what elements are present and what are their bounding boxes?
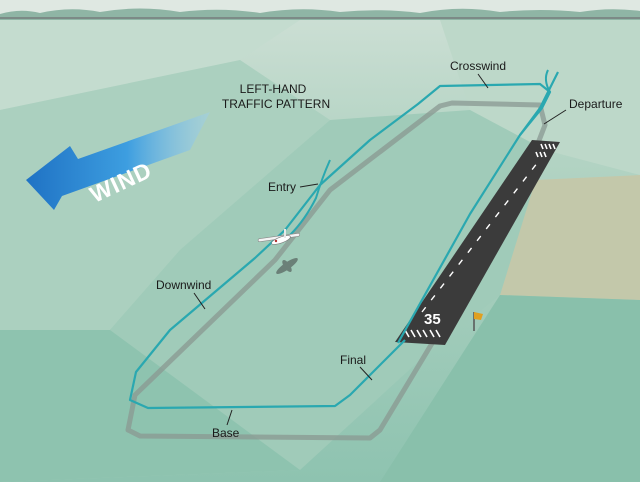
label-final: Final — [340, 353, 366, 367]
leader-final — [359, 366, 373, 381]
pattern-shadow — [125, 100, 548, 441]
label-base: Base — [212, 426, 240, 440]
departure-climbout — [519, 71, 559, 136]
horizon-road — [0, 17, 640, 19]
label-departure: Departure — [569, 97, 623, 111]
leader-downwind — [193, 292, 206, 310]
leader-entry — [299, 183, 319, 188]
right-upper-field — [440, 20, 640, 175]
left-mid-field — [0, 60, 330, 330]
runway-centerline — [421, 161, 539, 313]
far-left-field — [0, 20, 300, 110]
aircraft-icon — [257, 229, 301, 245]
runway — [395, 140, 560, 345]
aircraft-shadow — [276, 258, 298, 274]
foreground-field — [0, 330, 300, 482]
tan-field — [500, 175, 640, 300]
entry-path — [289, 159, 331, 236]
diagram-title-line1: LEFT-HAND — [240, 82, 307, 96]
runway-thresholds — [404, 143, 556, 338]
label-entry: Entry — [268, 180, 296, 194]
leader-base — [226, 409, 233, 426]
label-downwind: Downwind — [156, 278, 211, 292]
right-foreground-field — [380, 295, 640, 482]
leader-crosswind — [477, 73, 489, 89]
leader-departure — [543, 109, 567, 125]
diagram-title-line2: TRAFFIC PATTERN — [222, 97, 330, 111]
runway-number: 35 — [424, 311, 441, 328]
windsock-icon — [473, 312, 483, 331]
label-crosswind: Crosswind — [450, 59, 506, 73]
departure-turn-hook — [544, 69, 551, 93]
